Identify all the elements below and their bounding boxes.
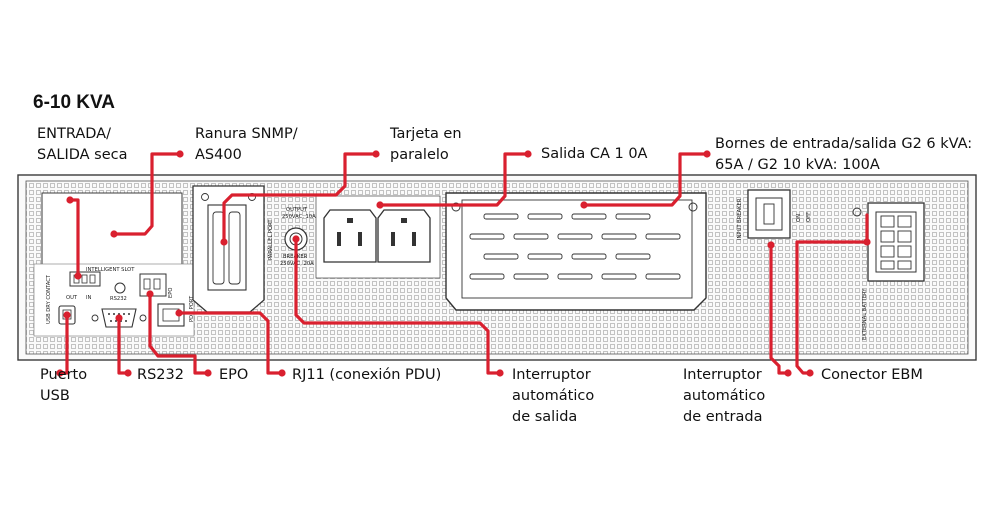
label-rj11: RJ11 (conexión PDU) [292, 367, 442, 383]
label-interruptor-salida: Interruptor automático de salida [512, 367, 595, 425]
on-text: ON [796, 214, 802, 222]
external-battery-text: EXTERNAL BATTERY [862, 288, 868, 340]
snmp-slot-cover [41, 192, 183, 266]
diagram-title: 6-10 KVA [33, 92, 116, 113]
input-breaker [747, 189, 791, 239]
parallel-port-text: PARALLEL PORT [268, 219, 274, 260]
label-ranura-snmp: Ranura SNMP/ AS400 [195, 126, 298, 163]
pdu-port-text: PDU PORT [189, 295, 195, 322]
intelligent-slot-text: INTELLIGENT SLOT [86, 267, 135, 273]
callout-line-epo [148, 292, 210, 375]
label-entrada-salida-seca: ENTRADA/ SALIDA seca [37, 126, 128, 163]
callout-line-salida-ca [378, 152, 530, 207]
callout-line-conector-ebm [795, 213, 869, 375]
usb-dry-contact-text: USB DRY CONTACT [46, 274, 52, 324]
rj11-port [157, 303, 185, 327]
label-interruptor-entrada: Interruptor automático de entrada [683, 367, 766, 425]
callout-line-interruptor-entrada [769, 243, 790, 375]
callout-line-tarjeta-paralelo [222, 152, 378, 244]
output-text: OUTPUT [286, 207, 308, 213]
callout-line-ranura-snmp [112, 152, 182, 236]
input-breaker-text: INPUT BREAKER [737, 198, 743, 240]
input-output-terminal-block [852, 202, 925, 282]
rs232-panel-text: RS232 [110, 296, 127, 302]
label-epo: EPO [219, 367, 249, 383]
label-salida-ca: Salida CA 1 0A [541, 146, 648, 162]
off-text: OFF [806, 212, 812, 222]
callout-line-interruptor-salida [294, 237, 502, 375]
label-tarjeta-paralelo: Tarjeta en paralelo [390, 126, 462, 163]
callout-line-bornes [582, 152, 709, 207]
callout-end-dots [56, 150, 871, 377]
parallel-card [192, 185, 265, 313]
epo-panel-text: EPO [168, 288, 174, 299]
ac-output-sockets [315, 195, 441, 279]
label-puerto-usb: Puerto USB [40, 367, 88, 404]
label-bornes: Bornes de entrada/salida G2 6 kVA: 65A /… [715, 136, 973, 173]
label-rs232: RS232 [137, 367, 184, 383]
output-rating-text: 250VAC, 10A [282, 214, 316, 220]
callout-line-rj11 [177, 311, 284, 375]
ventilated-cover-plate [445, 192, 707, 311]
out-text: OUT [66, 295, 78, 301]
label-conector-ebm: Conector EBM [821, 367, 923, 383]
in-text: IN [86, 295, 92, 301]
